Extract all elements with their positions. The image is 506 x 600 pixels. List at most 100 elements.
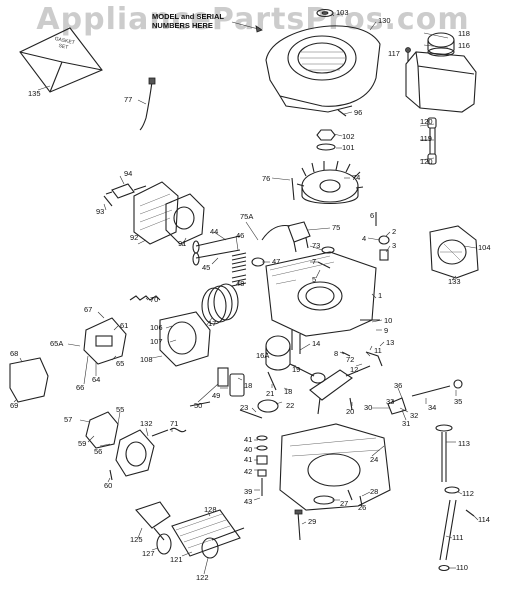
flywheel bbox=[296, 160, 364, 204]
callout-112: 112 bbox=[462, 489, 474, 498]
callout-65A: 65A bbox=[50, 339, 64, 348]
callout-4: 4 bbox=[362, 234, 367, 243]
model-serial-label: MODEL and SERIAL NUMBERS HERE bbox=[152, 12, 224, 30]
callout-16A: 16A bbox=[256, 351, 270, 360]
callout-35: 35 bbox=[454, 397, 463, 406]
callout-71: 71 bbox=[170, 419, 179, 428]
bracket bbox=[365, 351, 383, 367]
dipstick bbox=[441, 432, 447, 482]
callout-22: 22 bbox=[286, 401, 295, 410]
callout-19: 19 bbox=[292, 365, 301, 374]
callout-92: 92 bbox=[130, 233, 139, 242]
piston bbox=[265, 335, 291, 371]
screw bbox=[317, 261, 331, 269]
screw bbox=[267, 371, 277, 391]
callout-1: 1 bbox=[378, 291, 383, 300]
callout-120: 120 bbox=[420, 117, 433, 126]
callout-101: 101 bbox=[342, 143, 355, 152]
callout-107: 107 bbox=[150, 337, 163, 346]
lever bbox=[239, 409, 263, 419]
callout-56: 56 bbox=[94, 447, 103, 456]
knob bbox=[453, 379, 463, 389]
callout-31: 31 bbox=[402, 419, 411, 428]
screw bbox=[109, 469, 113, 481]
callout-120: 120 bbox=[420, 157, 433, 166]
head-gasket bbox=[165, 193, 205, 245]
screw bbox=[337, 109, 347, 117]
callout-33: 33 bbox=[386, 397, 395, 406]
spacer bbox=[379, 249, 389, 261]
callout-18: 18 bbox=[284, 387, 293, 396]
callout-94: 94 bbox=[124, 169, 133, 178]
oil-seal bbox=[313, 495, 335, 505]
callout-122: 122 bbox=[196, 573, 209, 582]
block bbox=[217, 367, 229, 387]
o-ring bbox=[438, 564, 450, 572]
callout-50: 50 bbox=[194, 401, 203, 410]
callout-24: 24 bbox=[370, 455, 379, 464]
grommet bbox=[316, 8, 334, 18]
callout-12: 12 bbox=[350, 365, 359, 374]
bushing bbox=[378, 235, 390, 245]
callout-121: 121 bbox=[170, 555, 183, 564]
callout-40: 40 bbox=[244, 445, 253, 454]
air-filter-assembly bbox=[135, 501, 245, 559]
callout-30: 30 bbox=[364, 403, 373, 412]
callout-55: 55 bbox=[116, 405, 125, 414]
dipstick-cap bbox=[435, 424, 453, 432]
callout-44: 44 bbox=[210, 227, 219, 236]
callout-67: 67 bbox=[84, 305, 93, 314]
callout-125: 125 bbox=[130, 535, 143, 544]
screw bbox=[465, 509, 475, 517]
fuel-line bbox=[429, 128, 436, 154]
bracket bbox=[387, 397, 407, 415]
bolt-head bbox=[294, 509, 303, 515]
callout-43: 43 bbox=[244, 497, 253, 506]
arrowhead-icon bbox=[255, 25, 263, 33]
callout-106: 106 bbox=[150, 323, 163, 332]
callout-28: 28 bbox=[370, 487, 379, 496]
cylinder-block bbox=[265, 251, 377, 354]
rewind-starter bbox=[429, 225, 479, 279]
callout-116: 116 bbox=[458, 41, 470, 50]
gasket-set-envelope bbox=[19, 27, 103, 93]
carburetor bbox=[83, 317, 127, 365]
flywheel-nut bbox=[316, 129, 336, 141]
callout-73: 73 bbox=[312, 241, 321, 250]
callout-110: 110 bbox=[456, 563, 468, 572]
washer bbox=[316, 143, 336, 151]
callout-27: 27 bbox=[340, 499, 349, 508]
callout-132: 132 bbox=[140, 419, 153, 428]
callout-34: 34 bbox=[428, 403, 437, 412]
callout-45: 45 bbox=[202, 263, 211, 272]
spark-plug bbox=[105, 183, 147, 199]
callout-130: 130 bbox=[378, 16, 391, 25]
connecting-rod bbox=[289, 363, 315, 377]
callout-127: 127 bbox=[142, 549, 155, 558]
crankshaft bbox=[309, 365, 371, 415]
callout-39: 39 bbox=[244, 487, 253, 496]
callout-42: 42 bbox=[244, 467, 253, 476]
governor-stack bbox=[256, 435, 268, 496]
screw bbox=[291, 177, 295, 201]
valve-head bbox=[192, 240, 200, 254]
valve-springs bbox=[231, 252, 265, 287]
wire-terminal bbox=[148, 77, 156, 85]
callout-41: 41 bbox=[244, 435, 253, 444]
cylinder-head bbox=[133, 181, 179, 245]
o-ring bbox=[444, 486, 460, 494]
callout-41: 41 bbox=[244, 455, 253, 464]
callout-103: 103 bbox=[336, 8, 349, 17]
armature bbox=[287, 221, 311, 253]
callout-64: 64 bbox=[92, 375, 101, 384]
callout-46: 46 bbox=[236, 231, 245, 240]
callout-6: 6 bbox=[370, 211, 375, 220]
callout-113: 113 bbox=[458, 439, 470, 448]
callout-36: 36 bbox=[394, 381, 403, 390]
cam-gear bbox=[257, 399, 279, 413]
callout-96: 96 bbox=[354, 108, 363, 117]
fuel-pump bbox=[85, 411, 119, 449]
callout-29: 29 bbox=[308, 517, 317, 526]
callout-133: 133 bbox=[448, 277, 461, 286]
fuel-line-clamp bbox=[427, 117, 437, 129]
